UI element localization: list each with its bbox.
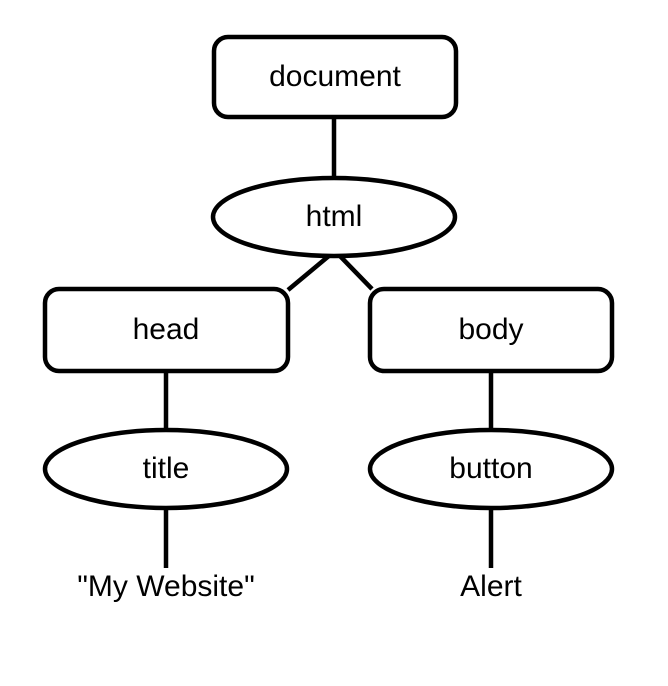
head-box[interactable] [42, 286, 291, 374]
body-box[interactable] [367, 286, 615, 374]
edge-html-body [337, 253, 374, 291]
title-text-label: "My Website" [77, 570, 254, 603]
body-label: body [458, 313, 523, 346]
node-document[interactable]: document [211, 34, 459, 120]
button-label: button [449, 452, 532, 485]
node-button[interactable]: button [367, 427, 615, 511]
node-title[interactable]: title [42, 427, 290, 511]
node-title-text: "My Website" [77, 570, 254, 603]
html-ellipse[interactable] [210, 175, 458, 259]
html-label: html [306, 200, 363, 233]
node-button-text: Alert [460, 570, 522, 603]
title-label: title [143, 452, 190, 485]
title-ellipse[interactable] [42, 427, 290, 511]
document-box[interactable] [211, 34, 459, 120]
node-body[interactable]: body [367, 286, 615, 374]
edge-group [163, 117, 494, 568]
button-text-label: Alert [460, 570, 522, 603]
node-head[interactable]: head [42, 286, 291, 374]
document-label: document [269, 60, 401, 93]
node-html[interactable]: html [210, 175, 458, 259]
button-ellipse[interactable] [367, 427, 615, 511]
head-label: head [133, 313, 200, 346]
edge-html-head [286, 253, 332, 292]
